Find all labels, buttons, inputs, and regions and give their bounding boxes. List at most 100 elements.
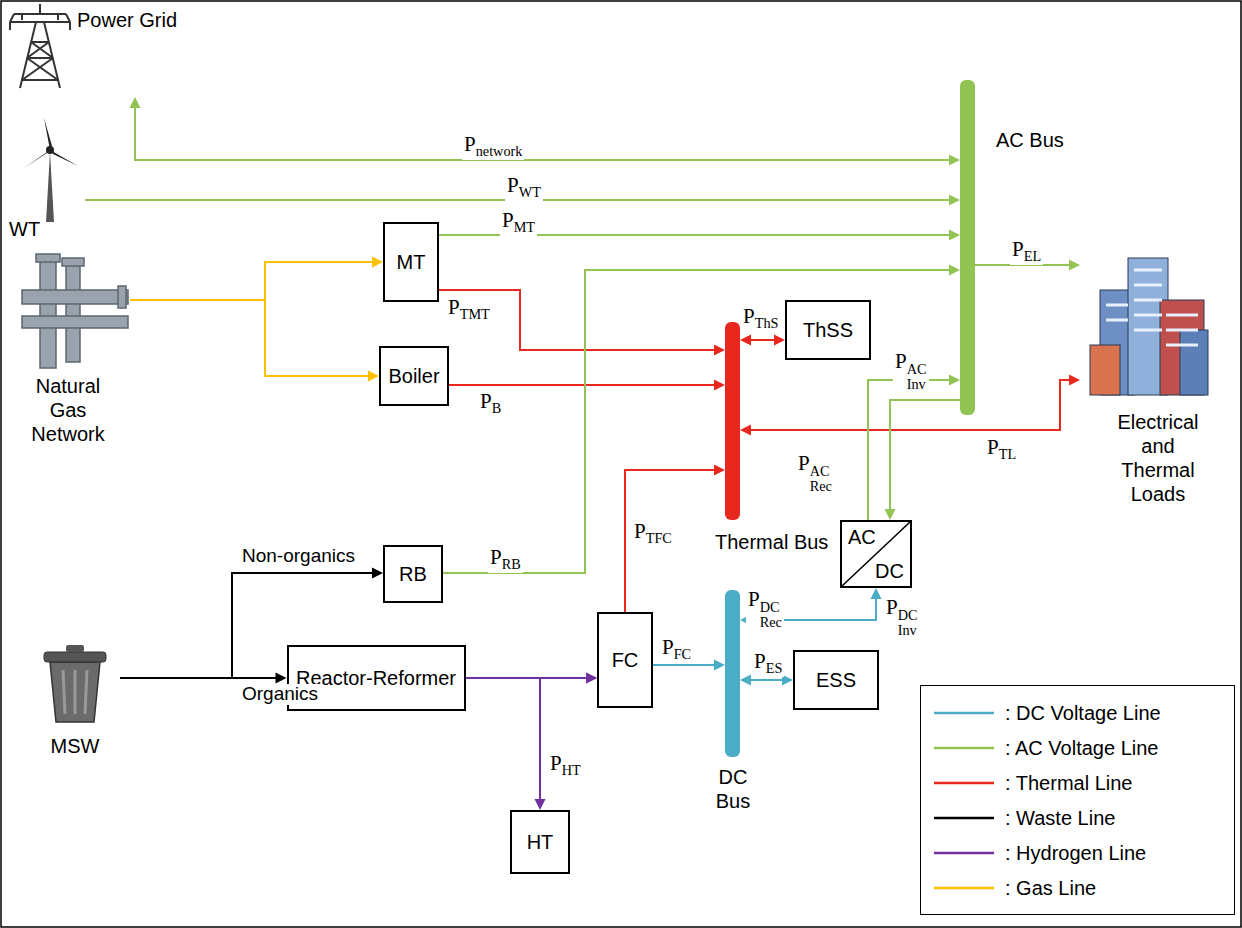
arrowhead [276, 673, 287, 684]
arrowhead [586, 673, 597, 684]
arrowhead [949, 265, 960, 276]
arrowhead [740, 675, 751, 686]
arrowhead [714, 345, 725, 356]
connector-line [653, 664, 715, 666]
connector-line [750, 339, 775, 341]
connector-line [443, 270, 950, 573]
arrowhead [130, 97, 141, 108]
power-label: PThS [741, 305, 780, 332]
buildings-icon [1090, 258, 1208, 395]
connector-line [130, 300, 369, 376]
arrowhead [740, 425, 751, 436]
power-label: Pnetwork [462, 133, 524, 160]
legend-line-sample [933, 743, 995, 753]
arrowhead [774, 335, 785, 346]
legend-box: : DC Voltage Line: AC Voltage Line: Ther… [920, 685, 1235, 915]
node-label: Boiler [388, 364, 439, 388]
node-label: Natural Gas Network [19, 374, 117, 446]
node-label: Electrical and Thermal Loads [1104, 410, 1212, 506]
loads-node: Electrical and Thermal Loads [1080, 240, 1235, 508]
arrowhead [949, 375, 960, 386]
node-label: RB [399, 562, 427, 586]
process-box: Boiler [379, 346, 449, 406]
process-box: RB [383, 545, 443, 603]
legend-row: : Thermal Line [933, 768, 1132, 798]
flow-label: Non-organics [240, 546, 357, 567]
wind-turbine-icon [24, 118, 78, 222]
tower-icon [10, 4, 70, 88]
legend-line-sample [933, 813, 995, 823]
arrowhead [1069, 375, 1080, 386]
storage-box: HT [510, 810, 570, 874]
connector-line [130, 262, 373, 300]
connector [130, 97, 961, 166]
legend-text: : Gas Line [1005, 877, 1096, 900]
arrowhead [885, 509, 896, 520]
converter-box: ACDC [840, 520, 912, 588]
process-box: FC [597, 612, 653, 708]
connector [625, 465, 725, 613]
power-label: PB [478, 390, 503, 417]
connector-line [439, 290, 715, 350]
arrowhead [949, 195, 960, 206]
power-label: PTFC [632, 520, 674, 547]
power-label: PTL [985, 436, 1018, 463]
node-label: DC Bus [709, 765, 757, 813]
power-label: PInvDC [884, 596, 920, 637]
legend-line-sample [933, 883, 995, 893]
flow-label: Organics [240, 684, 320, 705]
turbine-node: WT [5, 118, 85, 243]
trash-can-icon [44, 645, 106, 722]
connector-line [750, 679, 783, 681]
legend-row: : Hydrogen Line [933, 838, 1146, 868]
legend-line-sample [933, 848, 995, 858]
legend-line-sample [933, 708, 995, 718]
legend-text: : Waste Line [1005, 807, 1115, 830]
connector-line [135, 107, 950, 160]
power-label: PHT [548, 752, 583, 779]
power-label: PRB [488, 546, 523, 573]
grid-icon-node: Power Grid [5, 2, 185, 97]
node-label: MT [397, 250, 426, 274]
legend-line-sample [933, 778, 995, 788]
arrowhead [586, 673, 597, 684]
node-label: Thermal Bus [715, 530, 828, 554]
node-label: ESS [816, 668, 856, 692]
power-label: PTMT [446, 296, 492, 323]
connector [740, 375, 1080, 436]
arrowhead [714, 465, 725, 476]
node-label: DC [875, 559, 904, 583]
node-label: HT [527, 830, 554, 854]
process-box: MT [383, 222, 439, 302]
arrowhead [535, 799, 546, 810]
power-label: PInvAC [893, 350, 929, 391]
legend-row: : Gas Line [933, 873, 1096, 903]
node-label: ThSS [803, 318, 853, 342]
arrowhead [871, 588, 882, 599]
connector [130, 257, 383, 301]
node-label: FC [612, 648, 639, 672]
storage-box: ThSS [785, 300, 871, 360]
connector [130, 300, 379, 382]
legend-text: : AC Voltage Line [1005, 737, 1158, 760]
storage-box: ESS [793, 650, 879, 710]
arrowhead [714, 660, 725, 671]
power-label: PES [752, 650, 784, 677]
legend-row: : AC Voltage Line [933, 733, 1158, 763]
node-label: AC Bus [996, 128, 1064, 152]
connector [868, 375, 960, 521]
thermal-bus: Thermal Bus [725, 322, 740, 520]
power-label: PRecAC [796, 452, 834, 493]
arrowhead [714, 380, 725, 391]
connector-line [890, 400, 960, 510]
connector-line [540, 678, 587, 800]
legend-row: : Waste Line [933, 803, 1115, 833]
gas-pipe-icon [22, 254, 128, 368]
connector [740, 335, 785, 346]
connector-line [449, 384, 715, 386]
arrowhead [949, 155, 960, 166]
connector [439, 290, 725, 356]
connector [885, 400, 961, 520]
gas-node: Natural Gas Network [5, 250, 130, 448]
